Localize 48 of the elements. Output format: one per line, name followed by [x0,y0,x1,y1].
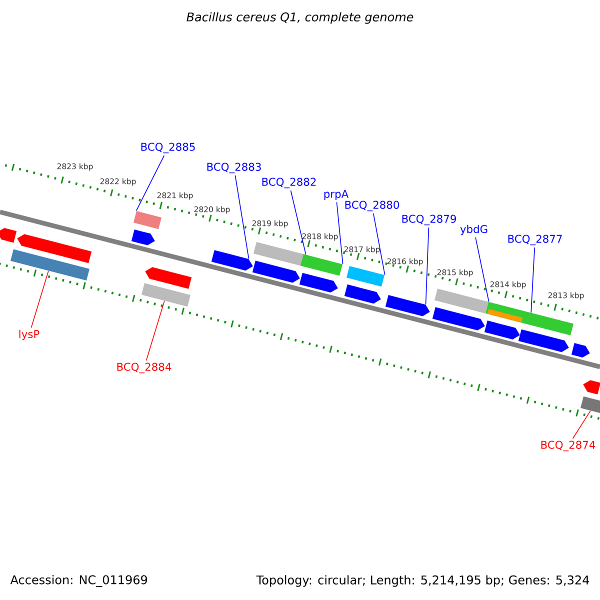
leader-line [425,227,430,305]
leader-line [336,202,344,264]
gene-label: BCQ_2884 [117,362,172,374]
gene-bar [134,211,162,230]
gene-block [211,250,253,271]
leader-line [572,410,591,439]
genome-info-text: Topology: circular; Length: 5,214,195 bp; Genes: 5,324 [256,575,590,587]
gene-bar [300,254,342,276]
gene-block [131,229,155,246]
leader-line [30,270,49,328]
leader-line [234,175,250,260]
gene-block [145,267,192,289]
gene-label: BCQ_2883 [207,162,261,174]
gene-bar [142,283,190,307]
gene-bar [10,249,90,281]
gene-label: BCQ_2879 [402,214,456,226]
gene-label: BCQ_2877 [508,234,562,246]
gene-bar [434,288,488,314]
gene-label: BCQ_2880 [345,200,400,212]
leader-line [146,300,165,361]
gene-label: BCQ_2882 [262,178,316,188]
gene-label: prpA [324,190,349,200]
leader-line [475,237,490,302]
gene-block [17,234,92,264]
gene-label: ybdG [460,224,488,236]
gene-bar [580,396,600,414]
leader-line [136,155,165,212]
gene-block [571,343,590,358]
gene-block [484,320,520,340]
gene-block [344,284,381,304]
leader-line [530,247,535,313]
gene-block [518,329,569,352]
accession-text: Accession: NC_011969 [10,575,148,587]
gene-label: BCQ_2885 [141,142,195,154]
gene-label: BCQ_2874 [541,440,596,452]
gene-bar [487,308,523,323]
leader-line [373,213,386,276]
gene-block [432,307,485,330]
gene-label: lysP [19,330,40,340]
leader-line [290,190,306,255]
gene-block [0,228,17,243]
gene-bar [254,242,306,266]
gene-block [252,260,300,283]
gene-bar [346,266,384,287]
gene-block [583,380,600,394]
gene-block [385,295,430,316]
title: Bacillus cereus Q1, complete genome [186,12,414,24]
gene-block [299,272,338,292]
